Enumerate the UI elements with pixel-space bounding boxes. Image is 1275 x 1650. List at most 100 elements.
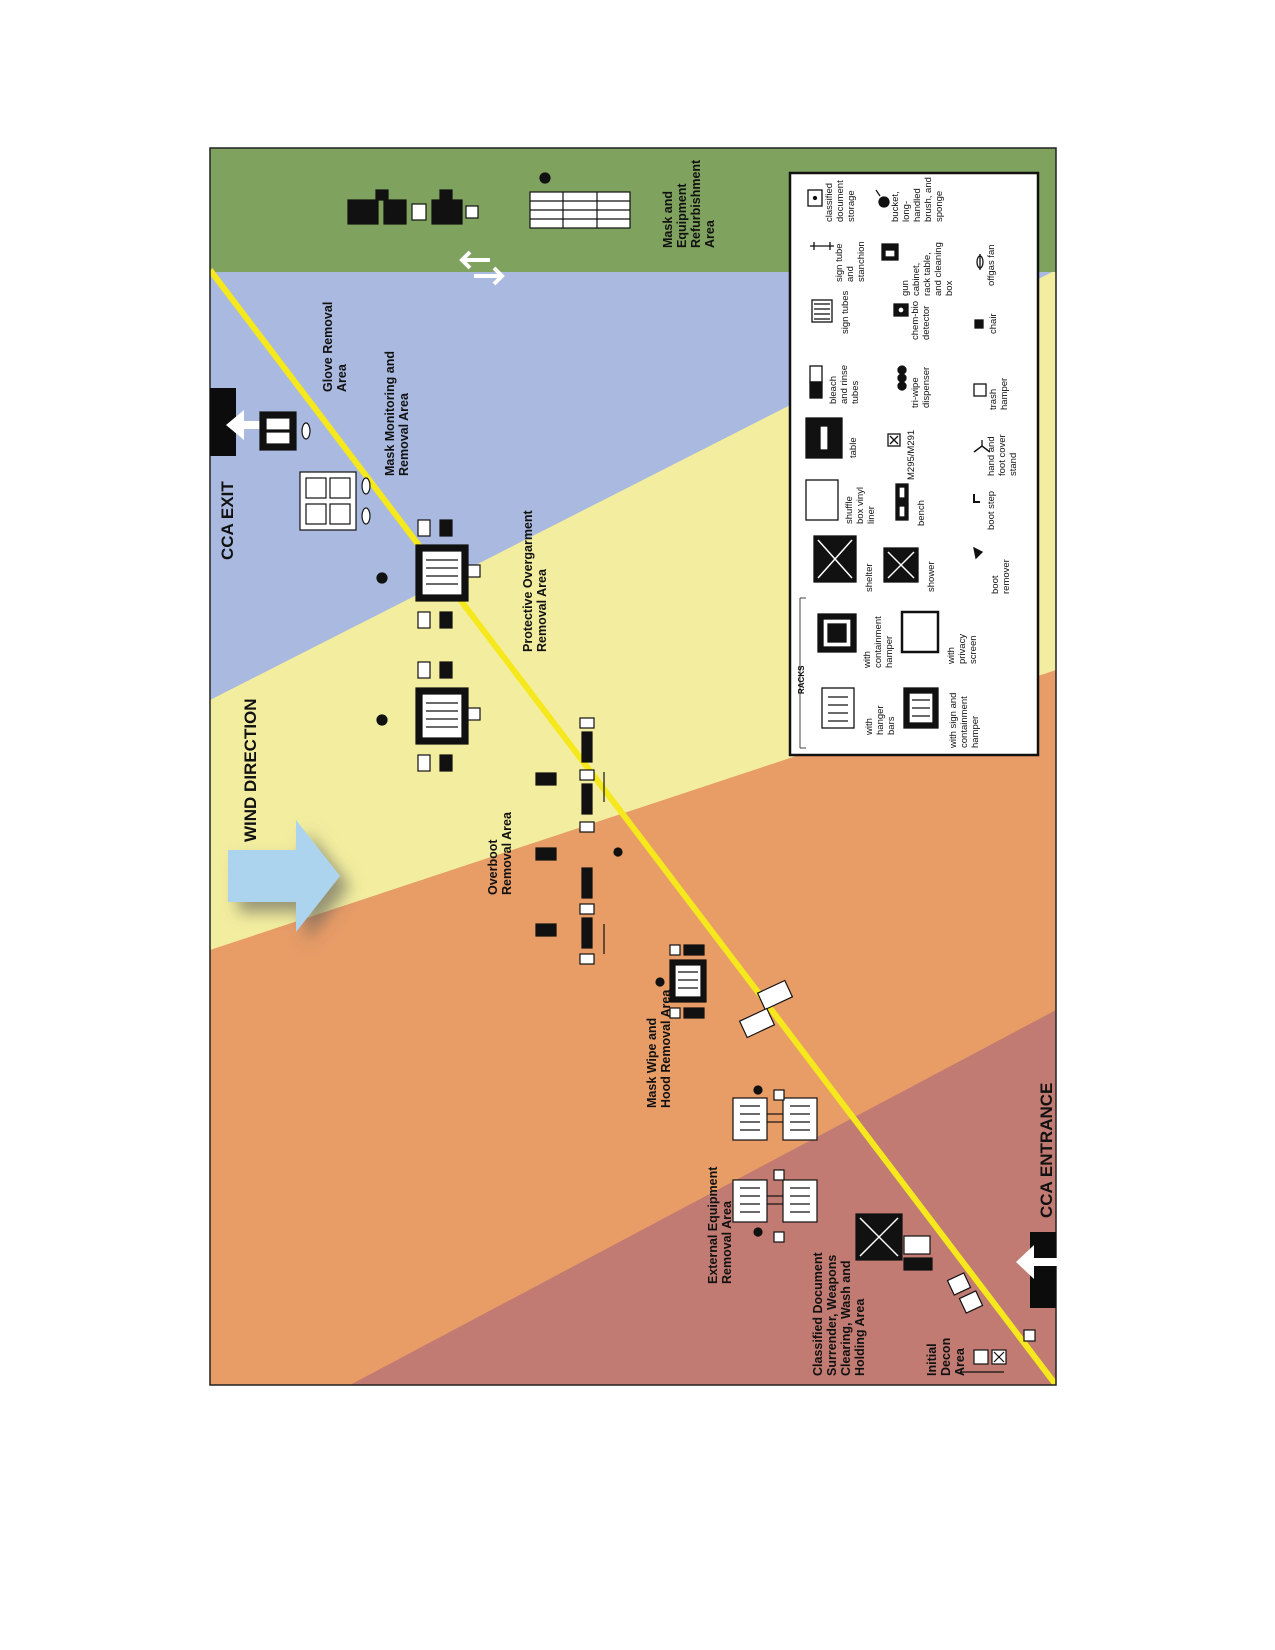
svg-text:bleach: bleach bbox=[828, 376, 839, 404]
svg-text:Decon: Decon bbox=[939, 1338, 953, 1376]
legend-icon-m295 bbox=[887, 433, 901, 447]
two-way-arrow-icon bbox=[459, 250, 505, 286]
external-equipment-racks bbox=[732, 1085, 818, 1243]
svg-text:External Equipment: External Equipment bbox=[706, 1166, 720, 1284]
svg-text:hamper: hamper bbox=[884, 636, 895, 668]
svg-text:Removal Area: Removal Area bbox=[720, 1200, 734, 1284]
mask-monitoring-racks bbox=[299, 471, 371, 531]
svg-text:hamper: hamper bbox=[999, 378, 1010, 410]
svg-text:sign tube: sign tube bbox=[834, 243, 845, 282]
legend-label-table: table bbox=[848, 437, 859, 458]
svg-text:Area: Area bbox=[335, 363, 349, 392]
svg-text:long-: long- bbox=[901, 201, 912, 222]
mask-wipe-station bbox=[655, 944, 794, 1039]
legend-icon-triwipe bbox=[897, 365, 907, 391]
svg-text:bucket,: bucket, bbox=[890, 191, 901, 222]
svg-text:Surrender, Weapons: Surrender, Weapons bbox=[825, 1255, 839, 1376]
svg-text:gun: gun bbox=[900, 280, 911, 296]
svg-text:Holding Area: Holding Area bbox=[853, 1298, 867, 1376]
initial-decon-station bbox=[960, 1329, 1036, 1373]
legend-label-shelter: shelter bbox=[864, 563, 875, 592]
legend-icon-privacy-screen bbox=[900, 610, 940, 654]
svg-text:rack table,: rack table, bbox=[922, 252, 933, 296]
svg-text:cabinet,: cabinet, bbox=[911, 263, 922, 296]
legend-icon-hanger-bars bbox=[821, 687, 855, 729]
refurb-tables bbox=[347, 189, 479, 225]
svg-text:offgas fan: offgas fan bbox=[986, 244, 997, 286]
svg-text:containment: containment bbox=[873, 616, 884, 668]
svg-text:bars: bars bbox=[886, 716, 897, 735]
legend-icon-bleach bbox=[809, 365, 823, 399]
svg-text:liner: liner bbox=[866, 506, 877, 524]
legend-icon-bench bbox=[895, 483, 909, 521]
svg-text:Removal Area: Removal Area bbox=[500, 811, 514, 895]
svg-text:stanchion: stanchion bbox=[856, 241, 867, 282]
wind-arrow-icon bbox=[228, 820, 340, 932]
refurb-hanger-racks bbox=[529, 172, 631, 229]
equipment bbox=[259, 172, 1036, 1373]
svg-text:Glove Removal: Glove Removal bbox=[321, 302, 335, 392]
svg-text:tubes: tubes bbox=[850, 381, 861, 404]
legend-label-chair: chair bbox=[988, 313, 999, 334]
legend-label-bench: bench bbox=[916, 500, 927, 526]
exit-arrow-icon bbox=[226, 410, 244, 440]
legend-icon-bucket bbox=[875, 189, 890, 208]
svg-text:handled: handled bbox=[912, 188, 923, 222]
svg-text:with: with bbox=[864, 718, 875, 736]
legend-icon-sign-hamper bbox=[903, 687, 939, 729]
svg-text:containment: containment bbox=[959, 696, 970, 748]
overgarment-station-2 bbox=[376, 661, 481, 772]
svg-text:Initial: Initial bbox=[925, 1343, 939, 1376]
svg-text:Mask and: Mask and bbox=[661, 191, 675, 248]
svg-text:stand: stand bbox=[1008, 453, 1019, 476]
svg-text:Mask Monitoring and: Mask Monitoring and bbox=[383, 351, 397, 476]
legend-icon-offgas bbox=[976, 254, 984, 270]
svg-text:Clearing, Wash and: Clearing, Wash and bbox=[839, 1260, 853, 1376]
svg-text:Refurbishment: Refurbishment bbox=[689, 159, 703, 248]
legend-label-shower: shower bbox=[926, 561, 937, 592]
svg-text:with sign and: with sign and bbox=[948, 693, 959, 749]
legend-icon-table bbox=[805, 417, 843, 459]
svg-text:box vinyl: box vinyl bbox=[855, 487, 866, 524]
legend-icon-containment-hamper bbox=[817, 613, 857, 653]
svg-text:bench: bench bbox=[916, 500, 927, 526]
legend-icon-gun-cabinet bbox=[881, 243, 899, 261]
svg-text:document: document bbox=[835, 180, 846, 222]
svg-text:Overboot: Overboot bbox=[486, 839, 500, 895]
svg-text:Protective Overgarment: Protective Overgarment bbox=[521, 509, 535, 652]
svg-text:shuffle: shuffle bbox=[844, 496, 855, 524]
legend-icon-stanchion bbox=[810, 242, 834, 250]
svg-text:remover: remover bbox=[1001, 559, 1012, 594]
svg-text:screen: screen bbox=[968, 635, 979, 664]
glove-removal-rack bbox=[259, 411, 311, 451]
cca-entrance-label: CCA ENTRANCE bbox=[1037, 1083, 1056, 1218]
overgarment-station-1 bbox=[376, 519, 481, 629]
legend-icon-shower bbox=[883, 547, 919, 583]
svg-text:trash: trash bbox=[988, 389, 999, 410]
svg-text:foot cover: foot cover bbox=[997, 434, 1008, 476]
legend-icon-shuffle-box bbox=[805, 479, 839, 521]
legend-label-sign-tubes: sign tubes bbox=[840, 290, 851, 334]
legend-icon-boot-step bbox=[973, 494, 980, 503]
legend-icon-trash bbox=[973, 383, 987, 397]
svg-text:Hood Removal Area: Hood Removal Area bbox=[659, 989, 673, 1108]
svg-text:Classified Document: Classified Document bbox=[811, 1252, 825, 1376]
legend: RACKS bbox=[788, 171, 1040, 757]
svg-text:Removal Area: Removal Area bbox=[535, 568, 549, 652]
svg-text:Area: Area bbox=[953, 1347, 967, 1376]
